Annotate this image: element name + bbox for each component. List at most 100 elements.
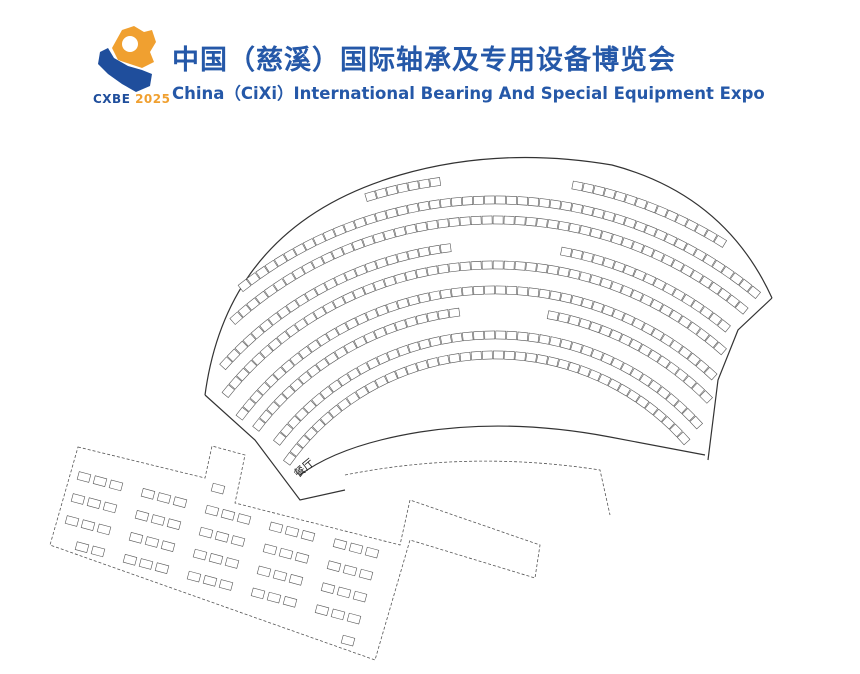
booth[interactable] <box>661 254 675 267</box>
booth[interactable] <box>405 363 419 375</box>
booth[interactable] <box>405 316 418 328</box>
booth[interactable] <box>407 295 420 307</box>
booth[interactable] <box>634 197 648 210</box>
booth[interactable] <box>353 217 367 229</box>
booth[interactable] <box>536 263 548 274</box>
booth[interactable] <box>514 351 526 362</box>
booth[interactable] <box>624 194 638 206</box>
booth[interactable] <box>448 262 461 273</box>
booth[interactable] <box>281 359 295 373</box>
booth[interactable] <box>495 330 507 340</box>
booth[interactable] <box>128 532 144 544</box>
booth[interactable] <box>418 246 431 258</box>
booth[interactable] <box>296 434 311 449</box>
booth[interactable] <box>266 591 282 604</box>
booth[interactable] <box>611 308 625 321</box>
booth[interactable] <box>581 205 594 217</box>
booth[interactable] <box>397 344 410 357</box>
booth[interactable] <box>592 207 605 219</box>
booth[interactable] <box>70 493 86 505</box>
booth[interactable] <box>516 331 529 342</box>
booth[interactable] <box>588 321 602 334</box>
booth[interactable] <box>620 362 634 376</box>
booth[interactable] <box>660 333 674 347</box>
booth[interactable] <box>473 285 485 295</box>
booth[interactable] <box>328 404 343 418</box>
booth[interactable] <box>298 345 312 360</box>
booth[interactable] <box>236 367 250 382</box>
booth[interactable] <box>669 339 684 353</box>
booth[interactable] <box>138 558 154 570</box>
booth[interactable] <box>386 348 400 361</box>
booth[interactable] <box>647 349 662 363</box>
booth[interactable] <box>255 290 269 304</box>
booth[interactable] <box>418 178 431 189</box>
booth[interactable] <box>481 350 493 360</box>
booth[interactable] <box>557 312 570 324</box>
booth[interactable] <box>415 313 429 325</box>
booth[interactable] <box>641 245 655 258</box>
booth[interactable] <box>538 334 551 345</box>
booth[interactable] <box>610 233 624 246</box>
booth[interactable] <box>336 586 352 599</box>
booth[interactable] <box>228 375 243 390</box>
booth[interactable] <box>373 326 387 339</box>
booth[interactable] <box>300 530 316 542</box>
booth[interactable] <box>462 331 474 342</box>
booth[interactable] <box>386 301 399 313</box>
booth[interactable] <box>342 564 358 577</box>
booth[interactable] <box>428 290 442 301</box>
booth[interactable] <box>331 247 345 260</box>
booth[interactable] <box>407 202 420 214</box>
booth[interactable] <box>345 317 359 330</box>
booth[interactable] <box>394 272 407 284</box>
booth[interactable] <box>313 306 327 320</box>
booth[interactable] <box>662 282 676 296</box>
booth[interactable] <box>352 590 368 603</box>
booth[interactable] <box>255 265 270 279</box>
booth[interactable] <box>613 190 627 203</box>
booth[interactable] <box>210 482 226 495</box>
booth[interactable] <box>273 278 287 292</box>
booth[interactable] <box>674 214 689 227</box>
booth[interactable] <box>674 368 689 382</box>
booth[interactable] <box>256 565 272 578</box>
booth[interactable] <box>396 182 409 194</box>
booth[interactable] <box>568 268 581 280</box>
booth[interactable] <box>678 315 692 329</box>
booth[interactable] <box>234 340 249 355</box>
booth[interactable] <box>503 215 515 225</box>
booth[interactable] <box>236 513 252 525</box>
booth[interactable] <box>503 350 515 360</box>
booth[interactable] <box>570 203 584 214</box>
booth[interactable] <box>204 504 220 517</box>
booth[interactable] <box>514 261 526 271</box>
booth[interactable] <box>395 366 409 379</box>
booth[interactable] <box>699 305 714 320</box>
booth[interactable] <box>591 301 605 313</box>
booth[interactable] <box>600 230 613 242</box>
booth[interactable] <box>289 378 304 392</box>
booth[interactable] <box>459 216 471 226</box>
booth[interactable] <box>481 215 493 225</box>
booth[interactable] <box>384 370 398 384</box>
booth[interactable] <box>288 574 304 586</box>
booth[interactable] <box>303 312 318 326</box>
booth[interactable] <box>291 266 306 280</box>
booth[interactable] <box>355 385 369 399</box>
booth[interactable] <box>473 195 484 205</box>
booth[interactable] <box>166 518 182 530</box>
booth[interactable] <box>330 608 346 621</box>
booth[interactable] <box>439 243 452 254</box>
booth[interactable] <box>160 540 176 552</box>
booth[interactable] <box>289 352 304 366</box>
booth[interactable] <box>252 418 266 432</box>
booth[interactable] <box>619 333 633 347</box>
booth[interactable] <box>294 407 309 422</box>
booth[interactable] <box>516 286 529 296</box>
booth[interactable] <box>172 496 188 508</box>
booth[interactable] <box>649 298 664 312</box>
booth[interactable] <box>629 367 644 381</box>
booth[interactable] <box>282 596 298 608</box>
booth[interactable] <box>340 634 356 647</box>
